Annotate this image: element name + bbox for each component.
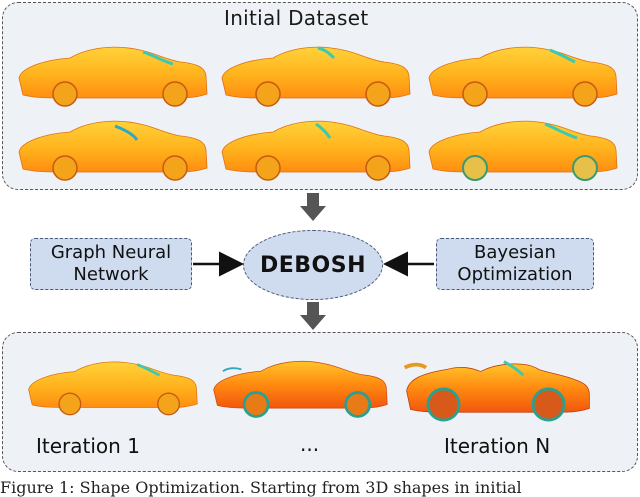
car-shape-2 bbox=[221, 46, 411, 107]
gnn-line-2: Network bbox=[73, 264, 149, 285]
figure-caption: Figure 1: Shape Optimization. Starting f… bbox=[0, 478, 522, 497]
iteration-start-label: Iteration 1 bbox=[36, 434, 140, 458]
iteration-end-label: Iteration N bbox=[444, 434, 551, 458]
iteration-car-n bbox=[403, 360, 590, 422]
car-shape-4 bbox=[18, 120, 208, 181]
iteration-car-1 bbox=[28, 361, 198, 416]
initial-dataset-title: Initial Dataset bbox=[224, 6, 369, 30]
iteration-ellipsis: ... bbox=[300, 432, 320, 456]
car-shape-5 bbox=[221, 120, 411, 181]
down-arrow-bottom bbox=[300, 302, 326, 330]
debosh-node: DEBOSH bbox=[243, 230, 383, 300]
gnn-line-1: Graph Neural bbox=[50, 242, 172, 264]
car-shape-3 bbox=[428, 46, 618, 107]
bo-line-2: Optimization bbox=[457, 264, 573, 285]
bo-line-1: Bayesian bbox=[474, 242, 556, 264]
car-shape-6 bbox=[428, 120, 618, 181]
bayesian-optimization-box: Bayesian Optimization bbox=[436, 238, 594, 290]
car-shape-1 bbox=[18, 46, 208, 107]
graph-neural-network-box: Graph Neural Network bbox=[30, 238, 192, 290]
iteration-car-2 bbox=[213, 360, 388, 418]
down-arrow-top bbox=[300, 193, 326, 221]
